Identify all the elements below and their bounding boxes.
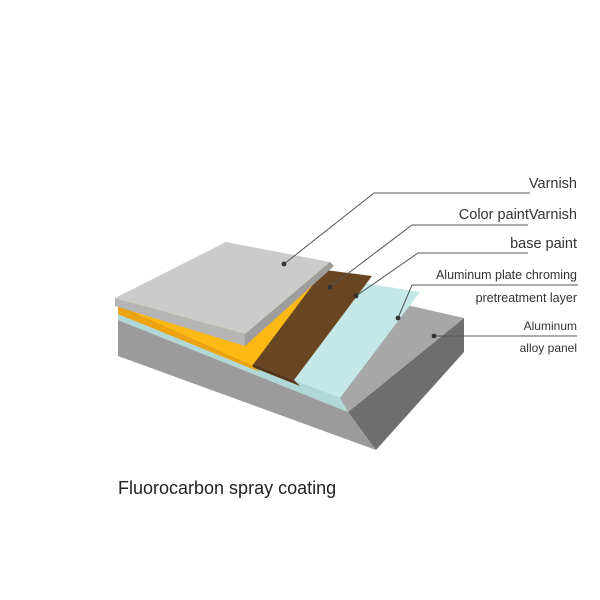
varnish-top — [115, 242, 330, 334]
leader-dot-varnish — [281, 261, 287, 267]
aluminum-panel-front — [118, 320, 376, 450]
varnish-layer — [115, 242, 334, 346]
leader-dot-color-paint — [327, 284, 333, 290]
leader-base-paint — [355, 252, 528, 297]
label-chroming-line1: Aluminum plate chroming — [436, 268, 577, 282]
color-paint-edge — [118, 306, 260, 372]
leader-chroming — [397, 284, 578, 319]
label-aluminum-line2: alloy panel — [520, 341, 577, 355]
label-color-paint: Color paintVarnish — [459, 207, 577, 223]
leader-dots — [281, 261, 437, 339]
varnish-side — [245, 262, 334, 346]
leader-varnish — [283, 192, 530, 265]
varnish-front — [115, 298, 245, 346]
aluminum-panel-side — [348, 318, 464, 450]
leader-dot-aluminum — [431, 333, 437, 339]
label-varnish: Varnish — [529, 176, 577, 192]
chroming-layer-edge — [118, 314, 348, 412]
label-aluminum-line1: Aluminum — [524, 319, 577, 333]
label-base-paint: base paint — [510, 236, 577, 252]
diagram-caption: Fluorocarbon spray coating — [118, 478, 336, 498]
leader-color-paint — [329, 224, 528, 288]
label-chroming-line2: pretreatment layer — [476, 291, 577, 305]
leader-lines — [283, 192, 578, 337]
leader-dot-chroming — [395, 315, 401, 321]
leader-dot-base-paint — [353, 293, 359, 299]
